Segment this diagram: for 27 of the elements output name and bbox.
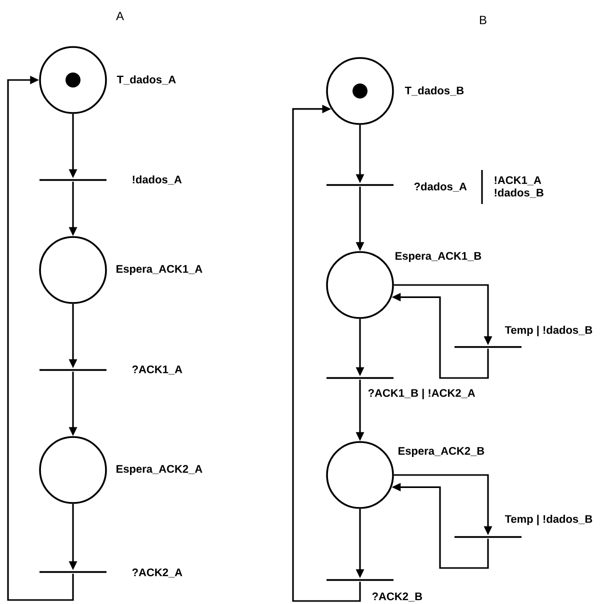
transition-label: ?ACK2_A — [132, 568, 182, 578]
place-label: Espera_ACK2_A — [116, 465, 202, 475]
transition-label: Temp | !dados_B — [504, 514, 592, 526]
place-circle — [39, 436, 107, 504]
net-title: A — [116, 12, 124, 20]
transition-label: ?ACK2_B — [372, 592, 422, 602]
arrow — [7, 76, 74, 601]
place-label: Espera_ACK1_B — [396, 252, 482, 262]
transition-label: Temp | !dados_B — [504, 326, 592, 336]
transition-label: !dados_A — [132, 175, 182, 185]
net-title: B — [480, 16, 486, 24]
place-circle — [39, 46, 107, 114]
token-dot — [66, 72, 80, 88]
transition-label: ?ACK1_B | !ACK2_A — [368, 388, 476, 400]
place-label: Espera_ACK1_A — [116, 265, 202, 275]
place-circle — [326, 57, 394, 125]
place-label: Espera_ACK2_B — [398, 447, 484, 457]
place-circle — [326, 251, 394, 319]
transition-label: ?ACK1_A — [132, 366, 182, 374]
transition-label: !ACK1_A !dados_B — [494, 176, 544, 198]
place-label: T_dados_A — [116, 75, 176, 85]
place-circle — [326, 441, 394, 509]
token-dot — [352, 84, 368, 98]
place-circle — [39, 236, 107, 304]
arrow — [292, 104, 361, 602]
transition-label: ?dados_A — [414, 182, 467, 192]
place-label: T_dados_B — [404, 86, 464, 96]
